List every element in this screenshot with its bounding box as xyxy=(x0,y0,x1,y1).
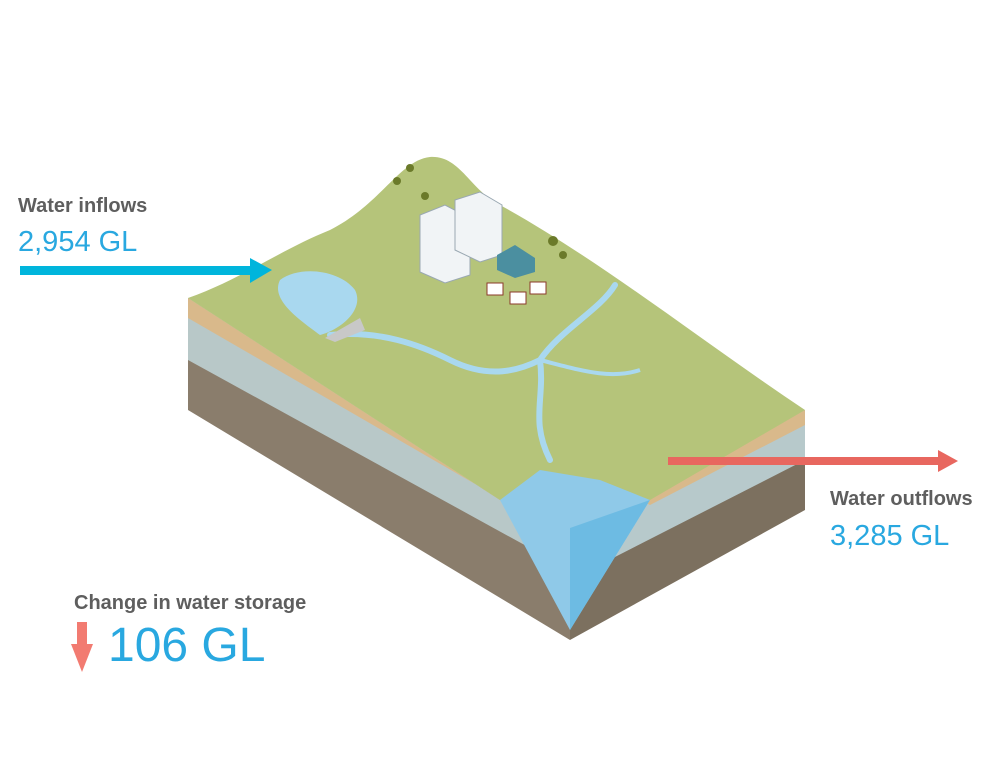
tree xyxy=(406,164,414,172)
storage-value: 106 GL xyxy=(108,619,266,672)
outflows-label: Water outflows xyxy=(830,488,973,510)
house xyxy=(486,282,504,296)
tree xyxy=(421,192,429,200)
house xyxy=(497,245,535,278)
inflows-label: Water inflows xyxy=(18,195,148,217)
river-tributary xyxy=(539,358,641,377)
house xyxy=(529,281,547,295)
tree xyxy=(393,177,401,185)
outflows-value: 3,285 GL xyxy=(830,520,950,552)
inflow-arrow xyxy=(20,258,272,283)
outflow-arrow xyxy=(668,450,958,472)
inflows-value: 2,954 GL xyxy=(18,226,138,258)
tree xyxy=(548,236,558,246)
dam xyxy=(325,318,365,342)
storage-label: Change in water storage xyxy=(74,592,307,614)
tower-building xyxy=(454,191,503,263)
land-surface xyxy=(188,156,805,520)
tree xyxy=(559,251,567,259)
house xyxy=(509,291,527,305)
reservoir xyxy=(278,271,358,335)
river xyxy=(327,282,618,463)
storage-down-arrow-icon xyxy=(71,622,93,672)
river-valley-face xyxy=(570,500,650,630)
